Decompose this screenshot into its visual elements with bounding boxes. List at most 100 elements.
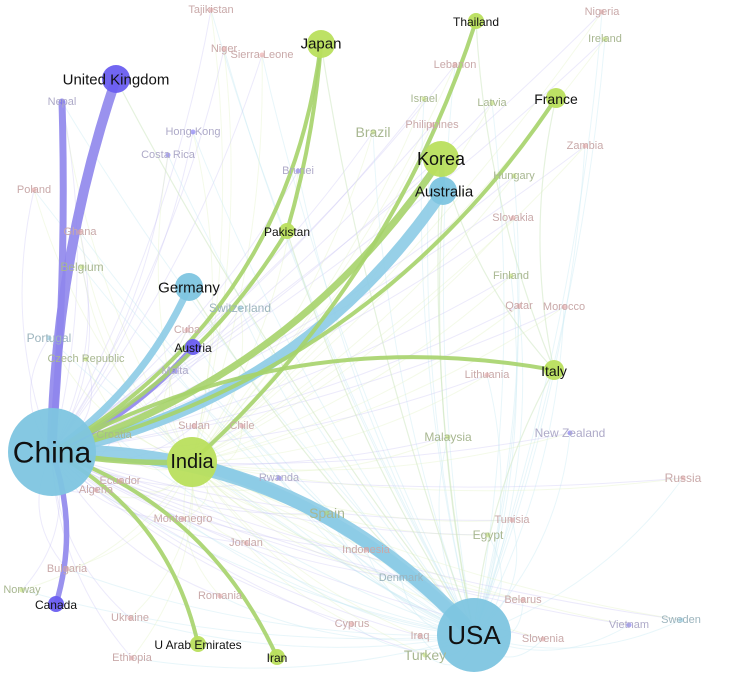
node-australia[interactable] [429,177,457,205]
node-ecuador[interactable] [117,478,123,484]
faint-link-china-israel [51,98,425,453]
node-label-pakistan: Pakistan [264,225,310,239]
node-ukraine[interactable] [127,615,133,621]
node-usa[interactable] [437,598,511,672]
node-pakistan[interactable] [279,223,295,239]
node-tunisia[interactable] [509,517,515,523]
faint-link-india-new-zealand [191,432,571,471]
node-montenegro[interactable] [180,516,186,522]
node-algeria[interactable] [93,487,99,493]
node-israel[interactable] [421,96,427,102]
faint-link-india-denmark [191,461,402,579]
node-italy[interactable] [544,360,564,380]
faint-link-usa-hungary [473,175,520,636]
node-label-italy: Italy [541,363,567,379]
node-korea[interactable] [423,141,459,177]
node-denmark[interactable] [398,575,404,581]
node-romania[interactable] [217,593,223,599]
node-sweden[interactable] [678,617,684,623]
faint-link-usa-portugal [48,337,475,636]
faint-link-india-lebanon [191,64,456,463]
node-switzerland[interactable] [237,305,243,311]
node-united-kingdom[interactable] [102,65,130,93]
node-jordan[interactable] [243,540,249,546]
node-russia[interactable] [680,475,686,481]
node-finland[interactable] [508,273,514,279]
node-label-russia: Russia [665,471,702,485]
node-hungary[interactable] [511,173,517,179]
node-china[interactable] [8,408,96,496]
node-turkey[interactable] [422,652,428,658]
node-sudan[interactable] [191,423,197,429]
node-bulgaria[interactable] [64,566,70,572]
link-china-korea [48,155,445,456]
node-sierra-leone[interactable] [259,52,265,58]
node-slovenia[interactable] [540,636,546,642]
node-lebanon[interactable] [452,62,458,68]
faint-link-china-nepal [51,101,78,453]
node-nigeria[interactable] [599,9,605,15]
node-germany[interactable] [175,273,203,301]
node-hong-kong[interactable] [190,129,196,135]
faint-link-usa-niger [223,48,475,636]
node-egypt[interactable] [485,532,491,538]
node-portugal[interactable] [46,335,52,341]
node-czech-republic[interactable] [83,356,89,362]
faint-link-usa-ethiopia [131,634,475,669]
faint-link-india-belarus [191,461,524,601]
node-belarus[interactable] [520,597,526,603]
node-poland[interactable] [31,187,37,193]
link-china-nepal [48,98,67,456]
node-morocco[interactable] [561,304,567,310]
node-belgium[interactable] [79,264,85,270]
node-label-spain: Spain [309,505,345,521]
node-japan[interactable] [307,30,335,58]
node-ireland[interactable] [602,36,608,42]
node-malaysia[interactable] [445,434,451,440]
node-ethiopia[interactable] [129,655,135,661]
node-ghana[interactable] [77,229,83,235]
node-qatar[interactable] [516,303,522,309]
node-croatia[interactable] [111,432,117,438]
node-label-australia: Australia [415,184,474,201]
node-philippines[interactable] [429,122,435,128]
node-indonesia[interactable] [363,547,369,553]
node-zambia[interactable] [582,143,588,149]
node-thailand[interactable] [468,13,484,29]
link-china-italy [50,355,556,454]
node-rwanda[interactable] [276,475,282,481]
node-malta[interactable] [172,368,178,374]
node-new-zealand[interactable] [567,430,573,436]
node-slovakia[interactable] [510,215,516,221]
node-chile[interactable] [239,423,245,429]
node-iraq[interactable] [417,633,423,639]
node-france[interactable] [546,88,566,108]
node-spain[interactable] [324,510,330,516]
node-india[interactable] [167,437,217,487]
node-label-ghana: Ghana [63,226,97,238]
node-latvia[interactable] [489,100,495,106]
node-u-arab-emirates[interactable] [190,636,206,652]
faint-link-india-sweden [191,461,682,621]
node-nepal[interactable] [59,99,65,105]
node-canada[interactable] [48,596,64,612]
node-label-morocco: Morocco [543,301,585,313]
node-lithuania[interactable] [484,372,490,378]
node-brazil[interactable] [370,129,376,135]
node-vietnam[interactable] [626,622,632,628]
node-brunei[interactable] [295,168,301,174]
node-label-slovenia: Slovenia [522,633,565,645]
node-niger[interactable] [221,46,227,52]
node-cyprus[interactable] [349,621,355,627]
node-label-ukraine: Ukraine [111,612,149,624]
faint-link-usa-algeria [95,489,475,636]
faint-link-usa-israel [420,98,475,636]
node-iran[interactable] [269,649,285,665]
node-norway[interactable] [19,587,25,593]
faint-link-india-ghana [79,231,193,463]
node-austria[interactable] [185,339,201,355]
node-tajikistan[interactable] [208,7,214,13]
node-costa-rica[interactable] [165,152,171,158]
node-cuba[interactable] [184,327,190,333]
